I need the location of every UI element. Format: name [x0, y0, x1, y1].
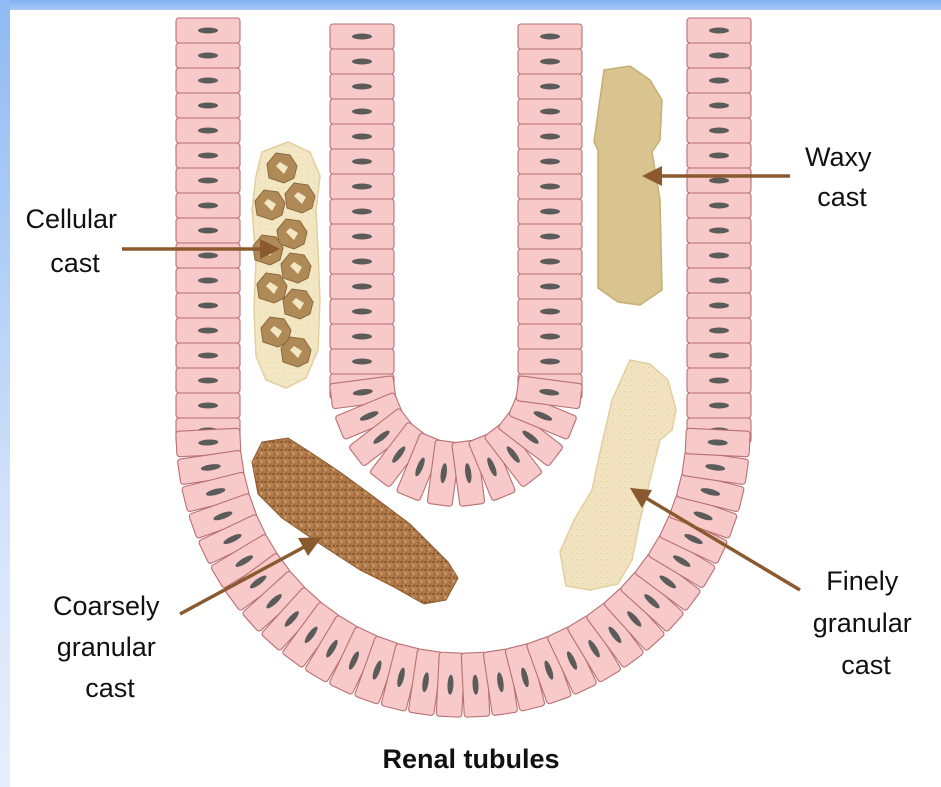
epithelial-cell: [687, 143, 751, 168]
epithelial-cell: [330, 224, 394, 249]
epithelial-cell: [687, 193, 751, 218]
epithelial-cell: [518, 274, 582, 299]
epithelial-cell: [330, 274, 394, 299]
epithelial-cell: [687, 118, 751, 143]
diagram-title: Renal tubules: [382, 744, 559, 774]
epithelial-cell: [176, 343, 240, 368]
epithelial-cell: [518, 99, 582, 124]
epithelial-cell: [687, 268, 751, 293]
epithelial-cell: [176, 293, 240, 318]
epithelial-cell: [518, 74, 582, 99]
epithelial-cell: [518, 249, 582, 274]
epithelial-cell: [176, 43, 240, 68]
epithelial-cell: [176, 118, 240, 143]
epithelial-cell: [518, 349, 582, 374]
epithelial-cell: [176, 18, 240, 43]
cellular-cast: [252, 142, 320, 388]
epithelial-cell: [687, 343, 751, 368]
epithelial-cell: [518, 149, 582, 174]
epithelial-cell: [176, 218, 240, 243]
epithelial-cell: [330, 199, 394, 224]
epithelial-cell: [518, 299, 582, 324]
epithelial-cell: [330, 324, 394, 349]
epithelial-cell: [330, 149, 394, 174]
epithelial-cell: [518, 24, 582, 49]
label-coarsely-granular-cast: Coarsely granular cast: [53, 591, 167, 703]
epithelial-cell: [330, 49, 394, 74]
epithelial-cell: [176, 318, 240, 343]
epithelial-cell: [176, 368, 240, 393]
epithelial-cell: [176, 393, 240, 418]
epithelial-cell: [687, 43, 751, 68]
epithelial-cell: [687, 68, 751, 93]
epithelial-cell: [518, 124, 582, 149]
epithelial-cell: [330, 24, 394, 49]
waxy-cast: [594, 66, 662, 305]
label-waxy-cast: Waxy cast: [805, 142, 879, 212]
epithelial-cell: [518, 199, 582, 224]
epithelial-cell: [330, 74, 394, 99]
epithelial-cell: [330, 174, 394, 199]
epithelial-cell: [330, 299, 394, 324]
epithelial-cell: [687, 218, 751, 243]
epithelial-cell: [687, 318, 751, 343]
epithelial-cell: [518, 224, 582, 249]
epithelial-cell: [685, 428, 750, 457]
epithelial-cell: [687, 243, 751, 268]
epithelial-cell: [518, 49, 582, 74]
epithelial-cell: [436, 652, 465, 717]
epithelial-cell: [176, 193, 240, 218]
epithelial-cell: [687, 368, 751, 393]
epithelial-cell: [687, 18, 751, 43]
epithelial-cell: [330, 124, 394, 149]
epithelial-cell: [518, 174, 582, 199]
epithelial-cell: [176, 93, 240, 118]
epithelial-cell: [330, 249, 394, 274]
label-finely-granular-cast: Finely granular cast: [813, 566, 920, 680]
label-cellular-cast: Cellular cast: [25, 204, 124, 278]
epithelial-cell: [330, 99, 394, 124]
epithelial-cell: [687, 293, 751, 318]
epithelial-cell: [687, 393, 751, 418]
epithelial-cell: [176, 143, 240, 168]
epithelial-cell: [176, 168, 240, 193]
epithelial-cell: [687, 168, 751, 193]
epithelial-cell: [687, 93, 751, 118]
epithelial-cell: [518, 324, 582, 349]
epithelial-cell: [176, 68, 240, 93]
epithelial-cell: [330, 349, 394, 374]
epithelial-cell: [176, 243, 240, 268]
epithelial-cell: [176, 268, 240, 293]
